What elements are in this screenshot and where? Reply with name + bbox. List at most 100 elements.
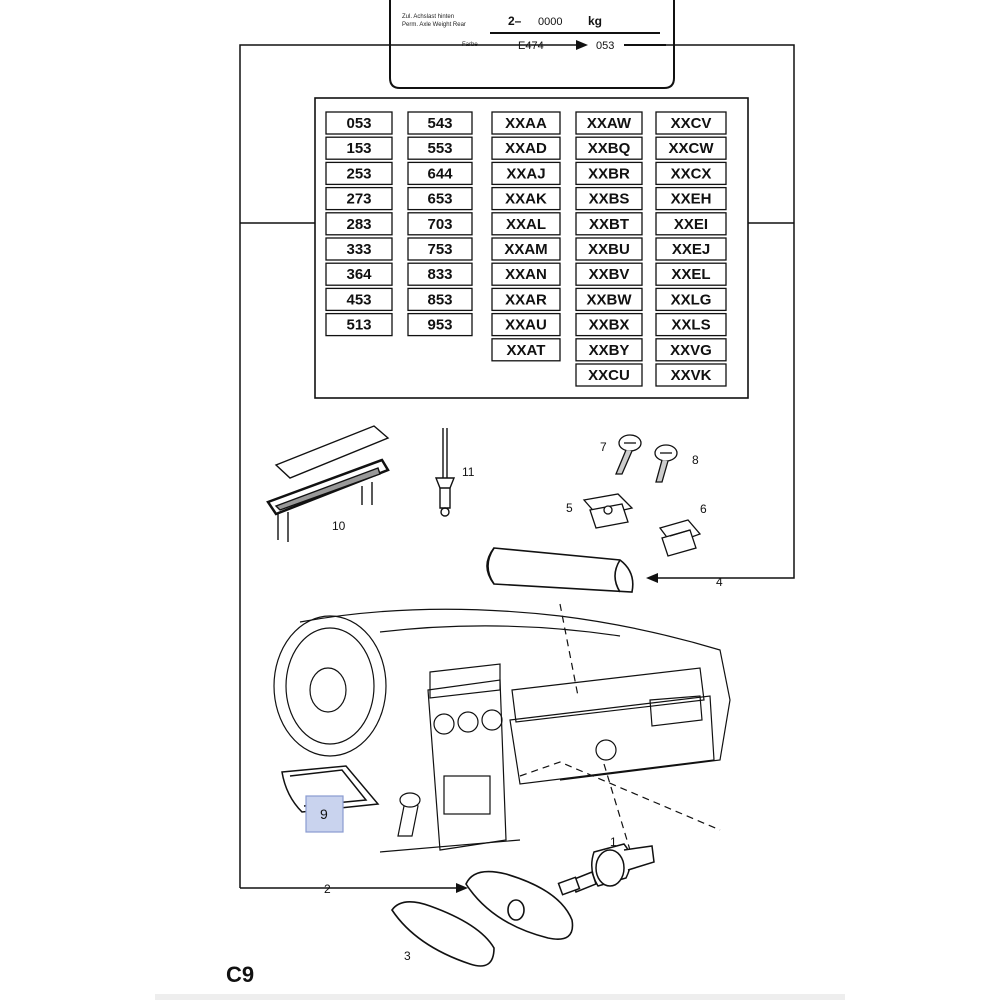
color-cell-box	[655, 338, 727, 362]
color-cell-box	[575, 262, 643, 286]
weight-unit: kg	[588, 14, 602, 28]
color-cell-box	[407, 186, 473, 211]
color-cell-box	[407, 237, 473, 261]
color-cell-box	[655, 262, 727, 286]
color-cell-box	[575, 161, 643, 186]
color-code-cell: 644	[427, 165, 453, 182]
color-cell-box	[325, 136, 393, 160]
color-code-cell: XXAJ	[506, 165, 545, 182]
color-code-cell: 333	[346, 241, 371, 258]
color-code-cell: XXBY	[589, 342, 630, 359]
callout-5: 5	[566, 501, 573, 515]
color-code-cell: XXCV	[671, 115, 712, 132]
color-cell-box	[491, 262, 561, 286]
color-cell-box	[575, 186, 643, 211]
color-code-cell: XXBQ	[588, 140, 631, 157]
color-code-cell: XXAK	[505, 191, 547, 208]
color-code-cell: 153	[346, 140, 371, 157]
color-code-cell: XXBU	[588, 241, 630, 258]
color-code-cell: XXBV	[589, 266, 630, 283]
color-cell-box	[655, 111, 727, 135]
color-cell-box	[325, 312, 393, 337]
color-cell-box	[325, 111, 393, 135]
color-code-cell: XXVG	[670, 342, 712, 359]
farbe-code: E474	[518, 40, 544, 52]
color-code-cell: XXVK	[671, 367, 712, 384]
color-cell-box	[491, 237, 561, 261]
color-cell-box	[491, 312, 561, 337]
color-cell-box	[325, 186, 393, 211]
part-8-screw	[654, 444, 678, 483]
color-code-cell: 553	[427, 140, 452, 157]
color-code-cell: 364	[346, 266, 372, 283]
color-cell-box	[491, 287, 561, 312]
callout-9: 9	[320, 806, 328, 822]
page-code: C9	[226, 962, 254, 987]
callout-6: 6	[700, 502, 707, 516]
color-code-cell: 653	[427, 191, 452, 208]
color-cell-box	[407, 312, 473, 337]
color-cell-box	[575, 136, 643, 160]
color-cell-box	[655, 287, 727, 312]
color-cell-box	[575, 363, 643, 387]
part-1-lock	[557, 843, 655, 896]
color-cell-box	[655, 136, 727, 160]
color-cell-box	[575, 237, 643, 261]
color-code-053: 053	[596, 40, 614, 52]
color-code-cell: XXAT	[507, 342, 546, 359]
color-cell-box	[575, 312, 643, 337]
color-code-cell: XXCU	[588, 367, 630, 384]
color-cell-box	[491, 186, 561, 211]
color-cell-box	[575, 212, 643, 236]
color-code-cell: XXBX	[589, 317, 630, 334]
part-4-cover	[486, 547, 634, 593]
color-cell-box	[655, 186, 727, 211]
color-code-cell: XXEI	[674, 216, 708, 233]
color-code-cell: XXEJ	[672, 241, 710, 258]
color-cell-box	[491, 212, 561, 236]
color-cell-box	[491, 111, 561, 135]
color-cell-box	[655, 312, 727, 337]
callout-8: 8	[692, 453, 699, 467]
part-11-pin	[434, 428, 456, 517]
color-cell-box	[491, 338, 561, 362]
callout-2: 2	[324, 882, 331, 896]
color-cell-box	[407, 136, 473, 160]
callout-4: 4	[716, 575, 723, 589]
color-code-cell: XXLS	[671, 317, 710, 334]
part-10-frame-gasket	[266, 425, 390, 542]
part-2-lid	[465, 870, 574, 940]
color-cell-box	[325, 262, 393, 286]
color-cell-box	[407, 262, 473, 286]
color-cell-box	[325, 212, 393, 236]
part-6-clip	[658, 519, 702, 557]
color-cell-box	[407, 161, 473, 186]
color-code-cell: XXAU	[505, 317, 547, 334]
color-code-cell: 853	[427, 291, 452, 308]
color-cell-box	[575, 338, 643, 362]
color-cell-box	[655, 212, 727, 236]
part-3-trim	[391, 901, 495, 967]
color-code-cell: XXAN	[505, 266, 547, 283]
bottom-band	[155, 994, 845, 1000]
dashboard-illustration	[273, 603, 731, 853]
color-code-cell: 703	[427, 216, 452, 233]
color-code-cell: 053	[346, 115, 371, 132]
color-code-cell: XXAL	[506, 216, 546, 233]
part-5-clip	[582, 493, 634, 529]
color-code-cell: XXBR	[588, 165, 630, 182]
color-code-cell: XXAR	[505, 291, 547, 308]
color-code-cell: XXAW	[587, 115, 632, 132]
color-cell-box	[407, 212, 473, 236]
color-cell-box	[407, 111, 473, 135]
color-code-cell: XXEL	[671, 266, 710, 283]
color-code-cell: 543	[427, 115, 452, 132]
color-cell-box	[325, 287, 393, 312]
color-code-cell: XXBT	[589, 216, 629, 233]
color-cell-box	[655, 161, 727, 186]
weight-prefix: 2–	[508, 14, 522, 28]
color-code-cell: 253	[346, 165, 371, 182]
callout-1: 1	[610, 835, 617, 849]
color-cell-box	[655, 237, 727, 261]
